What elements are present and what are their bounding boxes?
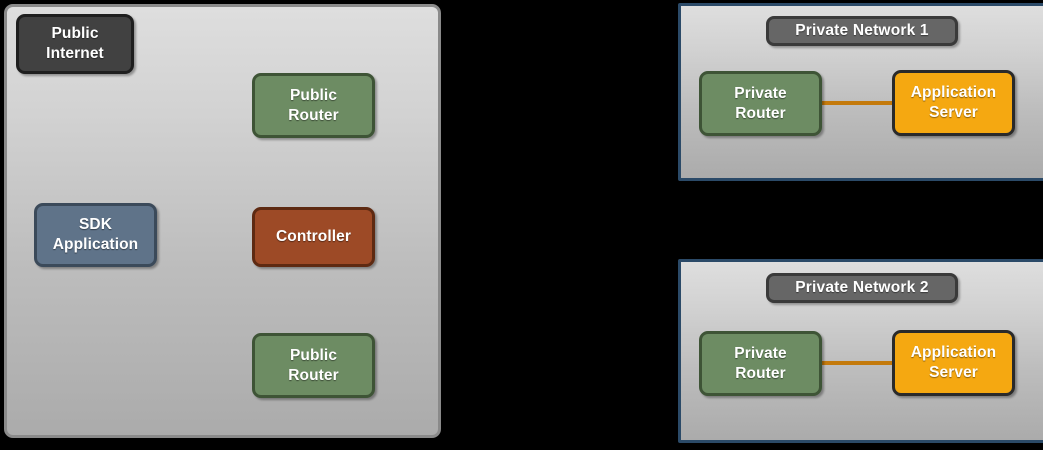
node-public-internet[interactable]: Public Internet bbox=[16, 14, 134, 74]
node-private-router-2-label: Private Router bbox=[734, 344, 787, 382]
private-network-1-title-badge: Private Network 1 bbox=[766, 16, 958, 46]
node-controller[interactable]: Controller bbox=[252, 207, 375, 267]
node-public-router-bottom-label: Public Router bbox=[288, 346, 339, 384]
link-private-router-to-application-server-1 bbox=[819, 101, 895, 105]
node-application-server-1[interactable]: Application Server bbox=[892, 70, 1015, 136]
node-public-internet-label: Public Internet bbox=[46, 25, 104, 62]
node-public-router-bottom[interactable]: Public Router bbox=[252, 333, 375, 398]
node-controller-label: Controller bbox=[275, 228, 352, 246]
private-network-2-panel: Private Network 2 Private Router Applica… bbox=[678, 259, 1043, 443]
node-private-router-1-label: Private Router bbox=[734, 84, 787, 122]
private-network-2-title-badge: Private Network 2 bbox=[766, 273, 958, 303]
node-application-server-2-label: Application Server bbox=[910, 344, 997, 381]
node-sdk-application-label: SDK Application bbox=[52, 216, 139, 253]
node-application-server-2[interactable]: Application Server bbox=[892, 330, 1015, 396]
node-public-router-top-label: Public Router bbox=[288, 86, 339, 124]
node-application-server-1-label: Application Server bbox=[910, 84, 997, 121]
private-network-1-title-text: Private Network 1 bbox=[795, 22, 929, 39]
private-network-1-panel: Private Network 1 Private Router Applica… bbox=[678, 3, 1043, 181]
public-cloud-panel: Public Internet Public Router SDK Applic… bbox=[4, 4, 441, 438]
node-public-router-top[interactable]: Public Router bbox=[252, 73, 375, 138]
link-private-router-to-application-server-2 bbox=[819, 361, 895, 365]
private-network-2-title-text: Private Network 2 bbox=[795, 279, 929, 296]
node-sdk-application[interactable]: SDK Application bbox=[34, 203, 157, 267]
node-private-router-1[interactable]: Private Router bbox=[699, 71, 822, 136]
node-private-router-2[interactable]: Private Router bbox=[699, 331, 822, 396]
